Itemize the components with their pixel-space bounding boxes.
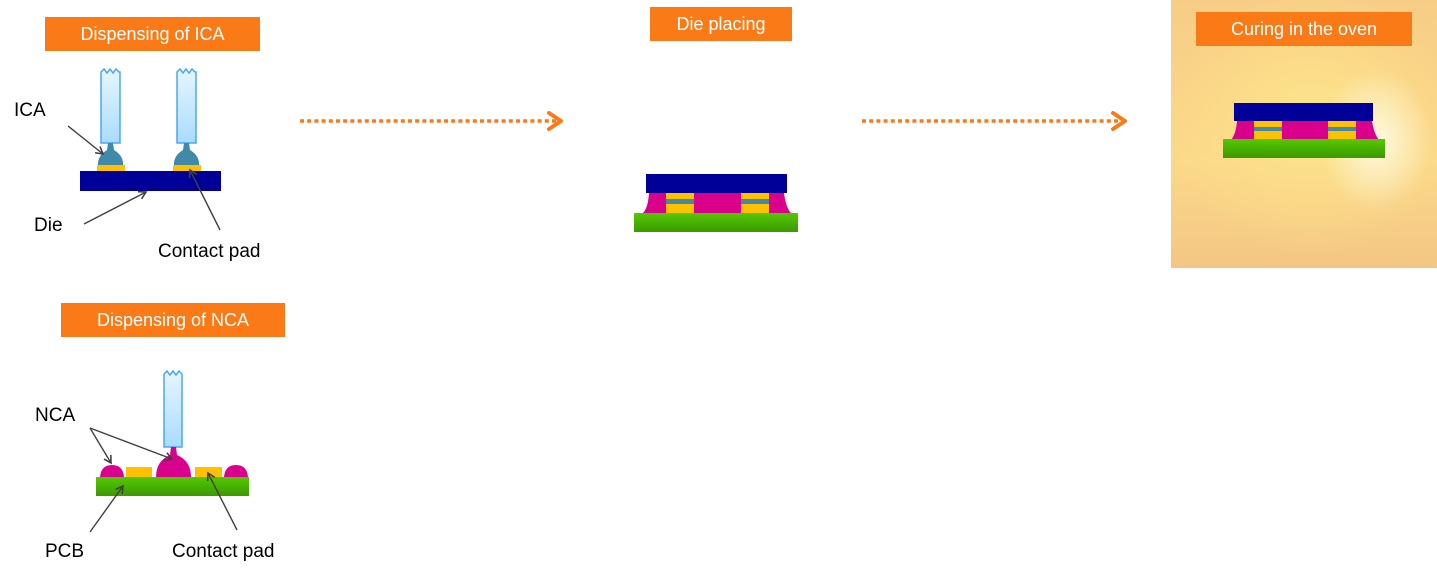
ica-layer xyxy=(1254,127,1282,131)
pointer-arrow xyxy=(188,168,221,231)
label-die: Die xyxy=(34,215,63,236)
contact-pad xyxy=(97,165,125,171)
nca-diagram xyxy=(89,369,249,533)
nca-drop-center xyxy=(156,447,191,477)
ica-layer xyxy=(666,199,694,204)
die xyxy=(1234,103,1373,121)
nca-fillet xyxy=(1231,121,1379,140)
dispense-needle-right xyxy=(176,67,197,144)
label-contact-pad-ica: Contact pad xyxy=(158,241,261,262)
pcb xyxy=(1223,139,1385,158)
step-title-nca: Dispensing of NCA xyxy=(61,303,285,337)
ica-layer xyxy=(1328,127,1356,131)
pointer-arrow xyxy=(89,484,124,533)
ica-drop-left xyxy=(97,143,124,166)
ica-diagram xyxy=(67,67,221,231)
nca-drop-right xyxy=(224,465,248,477)
label-nca: NCA xyxy=(35,405,76,426)
dispense-needle xyxy=(163,369,183,448)
label-ica: ICA xyxy=(14,100,46,121)
flow-arrow-2 xyxy=(862,111,1127,131)
step-title-die-placing: Die placing xyxy=(650,7,792,41)
pcb xyxy=(634,213,798,232)
ica-drop-right xyxy=(173,143,200,166)
die xyxy=(80,171,221,191)
dispense-needle-left xyxy=(100,67,121,144)
flow-arrow-1 xyxy=(300,111,563,131)
pointer-arrow xyxy=(67,125,105,156)
curing-assembly xyxy=(1223,103,1385,158)
nca-drop-left xyxy=(100,465,124,477)
die-placing-assembly xyxy=(634,174,798,232)
contact-pad xyxy=(126,467,152,477)
pointer-arrow xyxy=(89,427,174,462)
contact-pad xyxy=(173,165,201,171)
label-pcb: PCB xyxy=(45,541,85,562)
label-contact-pad-nca: Contact pad xyxy=(172,541,275,562)
ica-layer xyxy=(741,199,769,204)
pointer-arrow xyxy=(83,190,148,225)
pointer-arrow xyxy=(89,427,112,465)
pcb xyxy=(96,477,249,496)
die xyxy=(646,174,787,193)
step-title-curing: Curing in the oven xyxy=(1196,12,1412,46)
step-title-ica: Dispensing of ICA xyxy=(45,17,260,51)
pointer-arrow xyxy=(206,471,238,531)
